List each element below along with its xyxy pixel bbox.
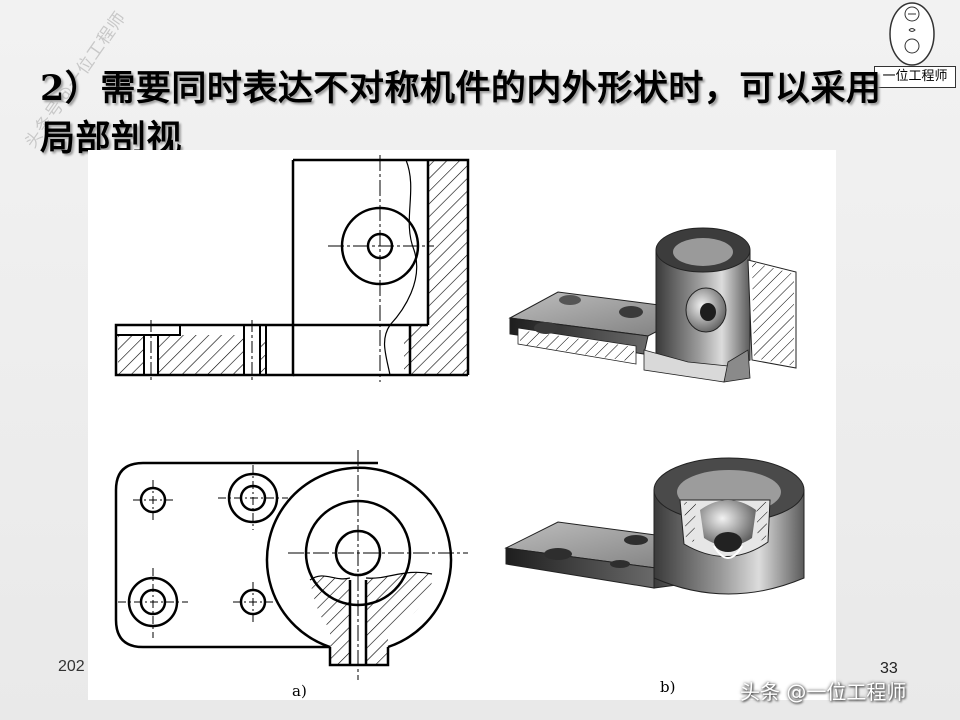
engineering-drawing xyxy=(114,155,805,680)
caption-b: b) xyxy=(660,678,676,696)
slide-title: 2）需要同时表达不对称机件的内外形状时，可以采用局部剖视 xyxy=(40,68,882,159)
page-number: 33 xyxy=(880,660,898,677)
top-view xyxy=(114,450,468,680)
footer-date: 202 xyxy=(58,658,85,675)
caption-a: a) xyxy=(292,682,307,700)
seal-label: 一位工程师 xyxy=(874,66,956,88)
overlay-watermark: 头条 @一位工程师 xyxy=(740,680,907,704)
isometric-section-view-top xyxy=(508,227,797,383)
seal-logo-icon xyxy=(889,2,935,66)
figure-panel: a) b) xyxy=(88,150,836,700)
front-view xyxy=(114,155,470,382)
isometric-section-view-bottom xyxy=(504,457,805,595)
